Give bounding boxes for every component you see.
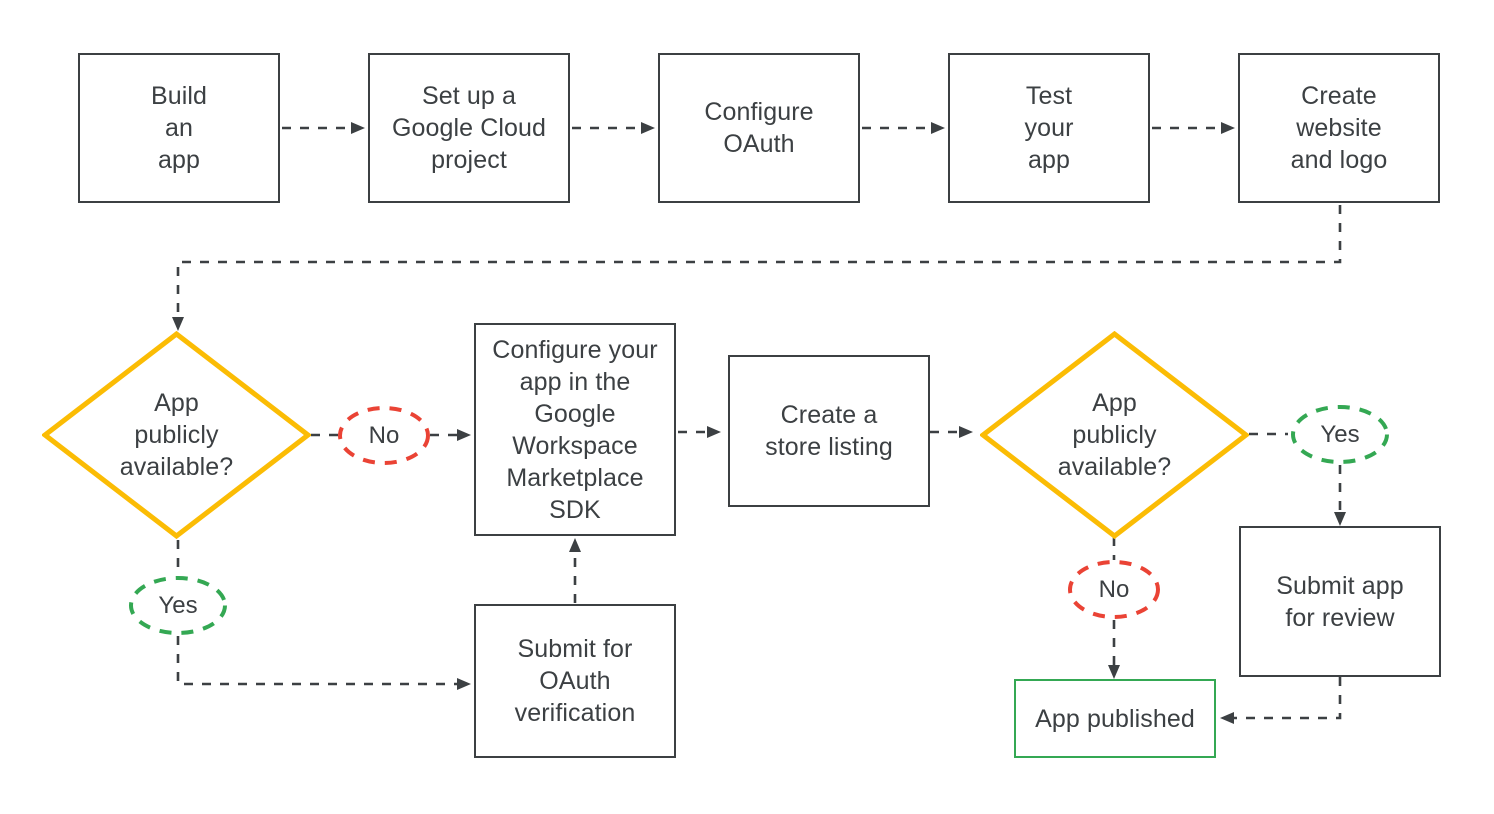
- node-configure-app-in-marketplace-sdk[interactable]: Configure your app in the Google Workspa…: [474, 323, 676, 536]
- node-label: App publicly available?: [119, 389, 234, 481]
- edge-submit-review-to-app-published: [1220, 677, 1342, 724]
- node-label: Submit for OAuth verification: [514, 635, 636, 727]
- node-create-website-and-logo[interactable]: Create website and logo: [1238, 53, 1440, 203]
- pill-outline-no: [338, 406, 430, 465]
- pill-outline-yes: [1291, 405, 1389, 464]
- node-submit-app-for-review[interactable]: Submit app for review: [1239, 526, 1441, 677]
- edge-label-left-decision-yes: Yes: [128, 575, 228, 636]
- edge-label-right-decision-yes: Yes: [1290, 404, 1390, 465]
- node-create-a-store-listing[interactable]: Create a store listing: [728, 355, 930, 507]
- edge-label-left-decision-no: No: [337, 405, 431, 466]
- edge-label-right-decision-no: No: [1067, 559, 1161, 620]
- node-label: Configure OAuth: [704, 98, 814, 158]
- node-configure-oauth[interactable]: Configure OAuth: [658, 53, 860, 203]
- node-decision-app-publicly-available-right[interactable]: App publicly available?: [980, 331, 1249, 539]
- node-label: Test your app: [1024, 82, 1074, 174]
- edge-yes-pill-to-oauth-verification: [176, 636, 471, 690]
- pill-outline-yes: [129, 576, 227, 635]
- edge-createwebsite-to-decision-left: [172, 205, 1342, 331]
- edge-label-text: No: [1098, 575, 1130, 603]
- node-label: Submit app for review: [1276, 571, 1404, 632]
- node-label: Create website and logo: [1290, 82, 1388, 174]
- node-label: Configure your app in the Google Workspa…: [492, 335, 658, 524]
- pill-outline-no: [1068, 560, 1160, 619]
- diamond-shape: [42, 331, 311, 539]
- node-decision-app-publicly-available-left[interactable]: App publicly available?: [42, 331, 311, 539]
- node-test-your-app[interactable]: Test your app: [948, 53, 1150, 203]
- node-label: App published: [1035, 704, 1195, 733]
- node-label: App publicly available?: [1057, 389, 1172, 481]
- edge-label-text: Yes: [158, 591, 198, 619]
- edge-label-text: Yes: [1320, 420, 1360, 448]
- node-submit-for-oauth-verification[interactable]: Submit for OAuth verification: [474, 604, 676, 758]
- node-set-up-google-cloud-project[interactable]: Set up a Google Cloud project: [368, 53, 570, 203]
- node-label: Create a store listing: [765, 401, 893, 461]
- node-label: Set up a Google Cloud project: [391, 82, 547, 174]
- node-app-published[interactable]: App published: [1014, 679, 1216, 758]
- diamond-shape: [980, 331, 1249, 539]
- node-label: Build an app: [150, 82, 208, 174]
- edge-label-text: No: [368, 421, 400, 449]
- node-build-an-app[interactable]: Build an app: [78, 53, 280, 203]
